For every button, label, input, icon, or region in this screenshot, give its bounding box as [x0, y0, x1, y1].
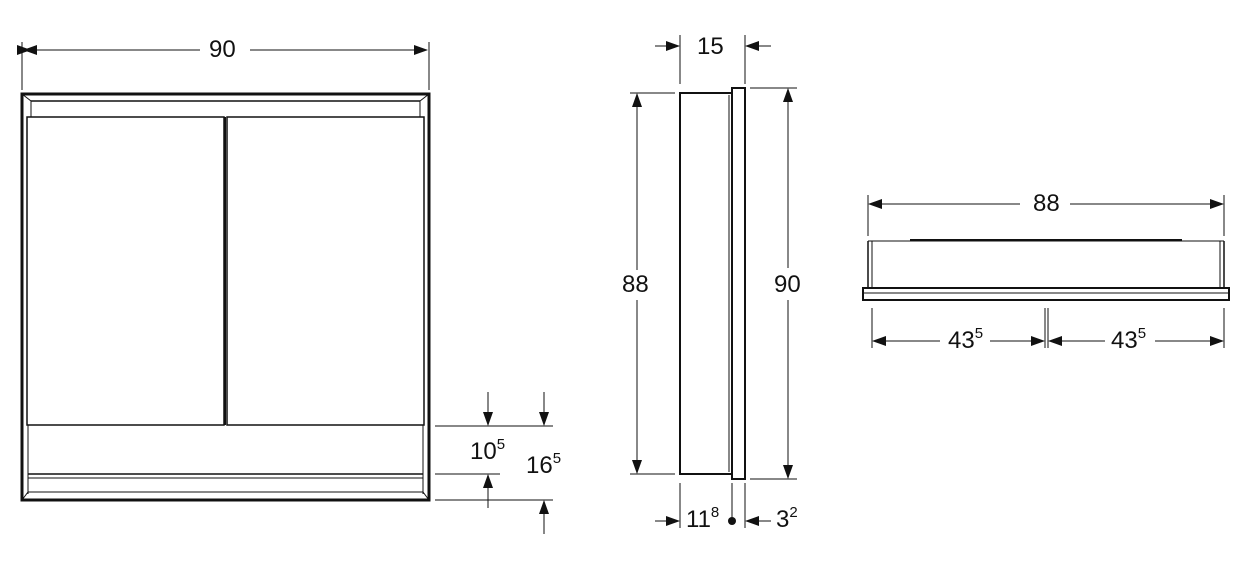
left-half-sup: 5: [974, 325, 984, 342]
right-half-main: 43: [1111, 327, 1138, 354]
top-view: [862, 195, 1230, 348]
top-right-half-label: 435: [1109, 326, 1149, 354]
side-body-height-label: 88: [620, 271, 651, 298]
front-dim-b-label: 165: [524, 451, 564, 479]
left-half-main: 43: [948, 327, 975, 354]
body-depth-sup: 8: [710, 504, 720, 521]
front-view: [17, 42, 553, 534]
side-front-depth-label: 32: [774, 505, 800, 533]
dim-b-sup: 5: [552, 450, 562, 467]
top-left-half-label: 435: [946, 326, 986, 354]
side-total-height-label: 90: [772, 271, 803, 298]
dim-b-main: 16: [526, 452, 553, 479]
right-half-sup: 5: [1137, 325, 1147, 342]
side-depth-label: 15: [695, 33, 726, 60]
top-width-label: 88: [1031, 190, 1062, 217]
front-dim-a-label: 105: [468, 437, 508, 465]
front-depth-sup: 2: [789, 504, 798, 521]
body-depth-main: 11: [686, 506, 711, 533]
dim-a-sup: 5: [496, 436, 506, 453]
front-depth-main: 3: [776, 506, 790, 533]
side-body-depth-label: 118: [684, 505, 721, 533]
front-width-label: 90: [207, 36, 238, 63]
dim-a-main: 10: [470, 438, 497, 465]
side-view: [630, 35, 797, 528]
